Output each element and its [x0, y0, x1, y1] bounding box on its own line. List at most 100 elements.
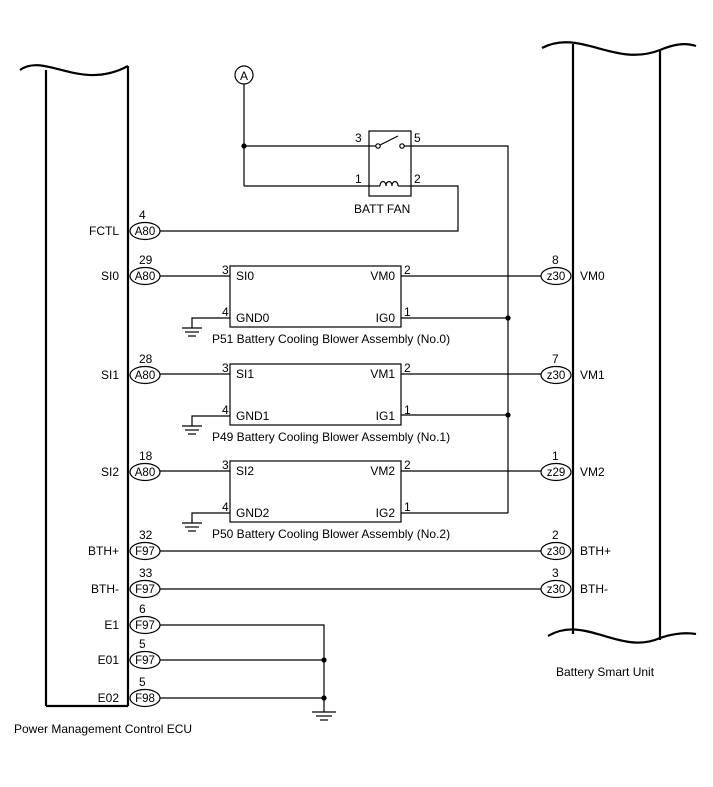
ecu-connector: A80 — [129, 221, 161, 241]
ecu-pin-label: SI0 — [101, 269, 119, 283]
ecu-pin-number: 4 — [139, 208, 146, 222]
blower-gnd-label: GND0 — [236, 311, 270, 325]
ecu-connector-label: F97 — [135, 546, 155, 558]
blower-pin-ig: 1 — [404, 403, 411, 417]
ecu-connector-shape — [129, 365, 161, 385]
ecu-pin-label: E01 — [98, 653, 120, 667]
battery-unit-body — [541, 41, 697, 644]
ecu-pin-label: BTH- — [91, 582, 119, 596]
bu-pin-label: BTH- — [580, 582, 608, 596]
bu-connector-label: z30 — [547, 271, 566, 283]
relay-pin-5: 5 — [414, 131, 421, 145]
ecu-connector: F97 — [129, 541, 161, 561]
ecu-body — [19, 64, 130, 708]
ecu-pin-label: E1 — [104, 618, 119, 632]
battery-unit-name: Battery Smart Unit — [556, 665, 655, 679]
ecu-pin-number: 18 — [139, 449, 153, 463]
relay-pin-1: 1 — [355, 172, 362, 186]
ecu-name: Power Management Control ECU — [14, 722, 192, 736]
ecu-pin-label: E02 — [98, 691, 120, 705]
ecu-pin-number: 6 — [139, 602, 146, 616]
blower-gnd-wire — [191, 512, 230, 523]
blower-pin-gnd: 4 — [222, 500, 229, 514]
blower-pin-ig: 1 — [404, 500, 411, 514]
bu-connector-label: z30 — [547, 584, 566, 596]
bu-connector: z30 — [540, 579, 572, 599]
blower-vm-label: VM1 — [370, 367, 395, 381]
relay-name: BATT FAN — [354, 202, 410, 216]
ecu-connector-label: F97 — [135, 620, 155, 632]
ecu-connector: F98 — [129, 688, 161, 708]
blower-pin-vm: 2 — [404, 458, 411, 472]
ecu-connector-label: F97 — [135, 584, 155, 596]
ecu-connector: A80 — [129, 266, 161, 286]
bu-connector: z29 — [540, 462, 572, 482]
blower-si-label: SI0 — [236, 269, 254, 283]
blower-title: P49 Battery Cooling Blower Assembly (No.… — [212, 430, 450, 444]
bu-pin-number: 7 — [552, 352, 559, 366]
bu-pin-number: 3 — [552, 566, 559, 580]
bu-pin-number: 8 — [552, 253, 559, 267]
blower-pin-gnd: 4 — [222, 403, 229, 417]
blower-vm-label: VM0 — [370, 269, 395, 283]
ecu-pin-number: 5 — [139, 637, 146, 651]
blower-ig-label: IG2 — [376, 506, 396, 520]
ecu-pin-number: 28 — [139, 352, 153, 366]
ecu-connector: A80 — [129, 365, 161, 385]
blower-si-label: SI1 — [236, 367, 254, 381]
ecu-connector-label: A80 — [135, 467, 155, 479]
batt-fan-relay — [368, 130, 412, 197]
ecu-connector: F97 — [129, 650, 161, 670]
blower-box — [229, 460, 402, 523]
blower-pin-vm: 2 — [404, 361, 411, 375]
blower-pin-gnd: 4 — [222, 305, 229, 319]
ecu-connector-label: A80 — [135, 271, 155, 283]
blower-gnd-label: GND1 — [236, 409, 270, 423]
source-a-label: A — [240, 69, 248, 83]
ecu-pin-number: 32 — [139, 528, 153, 542]
ecu-connector-label: F98 — [135, 693, 155, 705]
ecu-pin-label: SI1 — [101, 368, 119, 382]
ecu-connector: F97 — [129, 579, 161, 599]
ecu-connector: A80 — [129, 462, 161, 482]
relay-pin-2: 2 — [414, 172, 421, 186]
blower-ig-label: IG0 — [376, 311, 396, 325]
fctl-wiring — [160, 185, 459, 232]
blower-title: P50 Battery Cooling Blower Assembly (No.… — [212, 527, 450, 541]
blower-pin-ig: 1 — [404, 305, 411, 319]
bu-pin-label: VM2 — [580, 465, 605, 479]
blower-pin-si: 3 — [222, 458, 229, 472]
bu-connector-shape — [540, 462, 572, 482]
bu-connector-label: z30 — [547, 370, 566, 382]
bu-pin-label: BTH+ — [580, 544, 611, 558]
ecu-connector-label: A80 — [135, 370, 155, 382]
ecu-connector-shape — [129, 462, 161, 482]
blower-ig-label: IG1 — [376, 409, 396, 423]
ecu-connector: F97 — [129, 615, 161, 635]
bu-pin-label: VM0 — [580, 269, 605, 283]
blower-pin-si: 3 — [222, 263, 229, 277]
ig-bus-wiring — [401, 145, 511, 514]
bth-wiring — [160, 550, 541, 590]
bu-connector: z30 — [540, 266, 572, 286]
blower-gnd-wire — [191, 415, 230, 426]
bu-pin-label: VM1 — [580, 368, 605, 382]
blower-gnd-label: GND2 — [236, 506, 270, 520]
bu-connector: z30 — [540, 541, 572, 561]
ground-icon — [312, 711, 336, 721]
ecu-connector-label: F97 — [135, 655, 155, 667]
blower-gnd-wire — [191, 317, 230, 328]
ecu-ground-wiring — [160, 624, 327, 712]
ecu-pin-label: BTH+ — [88, 544, 119, 558]
bu-pin-number: 1 — [552, 449, 559, 463]
source-a-wiring — [241, 84, 369, 187]
blower-pin-vm: 2 — [404, 263, 411, 277]
ecu-pin-label: FCTL — [89, 224, 119, 238]
bu-pin-number: 2 — [552, 528, 559, 542]
bu-connector-shape — [540, 365, 572, 385]
blower-title: P51 Battery Cooling Blower Assembly (No.… — [212, 332, 450, 346]
